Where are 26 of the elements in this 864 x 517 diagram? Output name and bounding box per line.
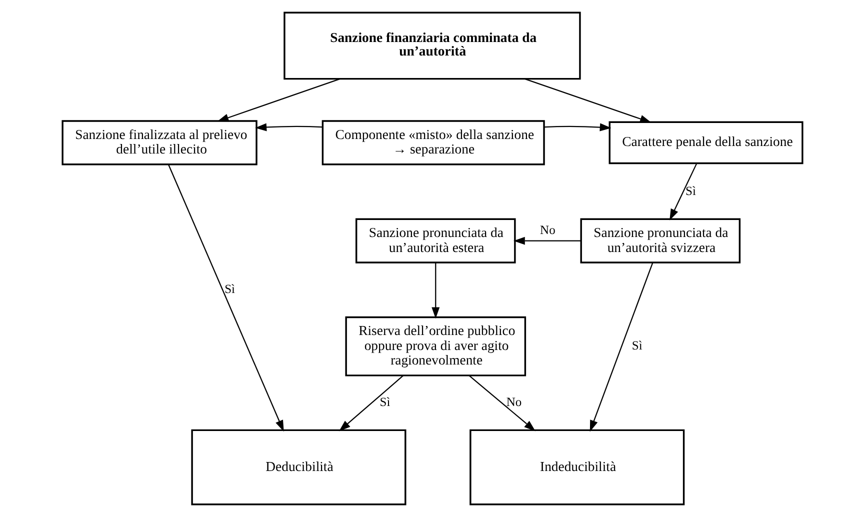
arrow	[589, 262, 653, 432]
arrow	[544, 123, 611, 132]
node-box: Deducibilità	[190, 429, 406, 506]
arrow	[216, 78, 340, 122]
node-box: Riserva dell’ordine pubblico oppure prova di aver agito ragionevolmente	[344, 316, 526, 376]
edge-label: No	[506, 395, 522, 410]
edge-label: Sì	[379, 395, 390, 410]
arrow	[431, 262, 440, 319]
node-box: Indeducibilità	[469, 429, 684, 506]
node-box: Sanzione pronunciata da un’autorità estera	[355, 218, 516, 264]
arrow	[669, 163, 697, 220]
node-box: Sanzione finalizzata al prelievo dell’utile illecito	[61, 120, 257, 166]
node-box: Sanzione pronunciata da un’autorità svizzera	[580, 218, 740, 264]
arrow	[512, 236, 580, 245]
node-box: Componente «misto» della sanzione → separazione	[321, 120, 544, 166]
arrow	[254, 123, 322, 132]
arrow	[524, 78, 651, 123]
arrow	[338, 375, 404, 432]
edge-label: No	[540, 222, 555, 237]
edge-label: Sì	[631, 338, 642, 353]
arrow	[468, 375, 535, 432]
edge-label: Sì	[224, 282, 235, 296]
node-box: Sanzione finanziaria comminata da un’autorità	[283, 12, 580, 80]
node-box: Carattere penale della sanzione	[608, 121, 803, 164]
edge-label: Sì	[684, 184, 696, 198]
arrow	[167, 164, 284, 432]
